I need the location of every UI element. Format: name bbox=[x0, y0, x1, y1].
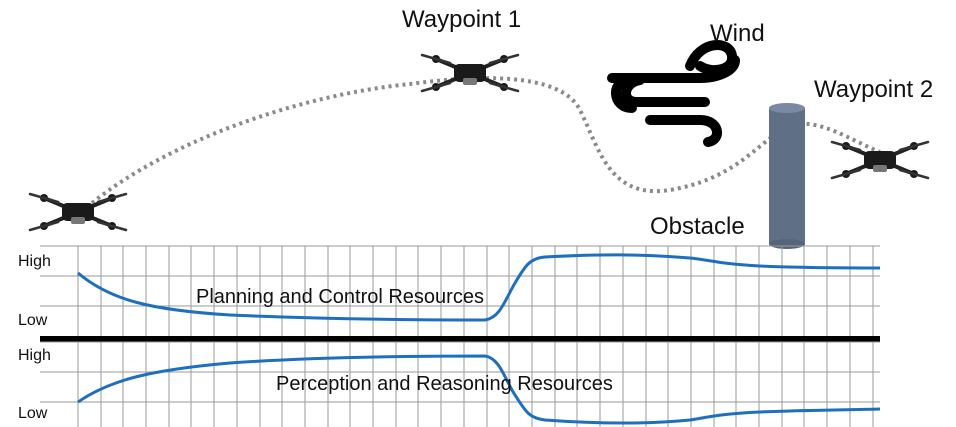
wind-label: Wind bbox=[710, 20, 765, 47]
chart-divider bbox=[40, 336, 880, 342]
top-high-label: High bbox=[18, 253, 51, 270]
bottom-chart-title: Perception and Reasoning Resources bbox=[276, 373, 613, 395]
bottom-low-label: Low bbox=[18, 405, 48, 422]
obstacle-pillar bbox=[769, 103, 805, 249]
drone-icon bbox=[420, 53, 520, 93]
top-chart bbox=[40, 245, 881, 336]
top-chart-title: Planning and Control Resources bbox=[196, 286, 484, 308]
waypoint-2-label: Waypoint 2 bbox=[814, 76, 934, 103]
flight-path bbox=[90, 76, 881, 205]
waypoint-1-label: Waypoint 1 bbox=[402, 6, 522, 33]
top-chart-grid bbox=[40, 245, 880, 336]
top-low-label: Low bbox=[18, 312, 48, 329]
perception-reasoning-curve bbox=[77, 354, 881, 425]
drone-icon bbox=[830, 140, 930, 180]
bottom-chart bbox=[40, 341, 881, 427]
drone-icon bbox=[28, 192, 128, 232]
bottom-high-label: High bbox=[18, 347, 51, 364]
obstacle-label: Obstacle bbox=[650, 213, 745, 240]
wind-icon bbox=[607, 40, 740, 147]
planning-control-curve bbox=[77, 253, 881, 322]
bottom-chart-grid bbox=[40, 341, 880, 427]
